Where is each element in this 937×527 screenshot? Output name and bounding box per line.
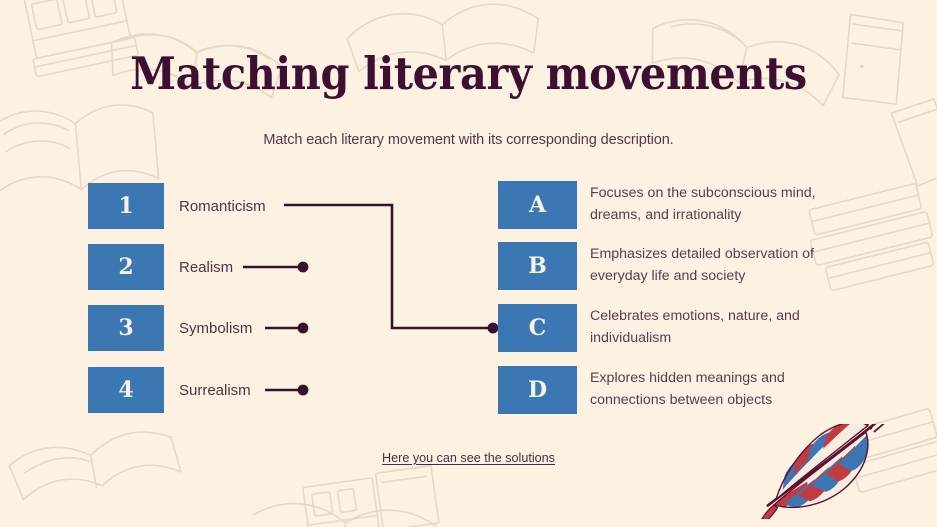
movement-label-3: Symbolism [179, 319, 253, 337]
badge-1: 1 [88, 183, 164, 229]
quill-feather-icon [758, 424, 893, 519]
connector-stub-3 [265, 322, 309, 334]
connector-1-to-C [284, 203, 499, 334]
list-item-right-c[interactable]: C Celebrates emotions, nature, and indiv… [498, 304, 852, 352]
solutions-link-wrapper: Here you can see the solutions [0, 451, 937, 465]
badge-a: A [498, 181, 577, 229]
description-d: Explores hidden meanings and connections… [590, 370, 785, 408]
description-a: Focuses on the subconscious mind, dreams… [590, 185, 816, 223]
list-item-right-d[interactable]: D Explores hidden meanings and connectio… [498, 366, 852, 414]
solutions-link[interactable]: Here you can see the solutions [382, 451, 555, 465]
list-item-left-2[interactable]: 2 Realism [88, 244, 233, 290]
connector-stub-4 [265, 384, 309, 396]
page-subtitle: Match each literary movement with its co… [263, 132, 674, 148]
list-item-right-b[interactable]: B Emphasizes detailed observation of eve… [498, 242, 852, 290]
movement-label-2: Realism [179, 258, 234, 276]
movement-label-4: Surrealism [179, 381, 251, 399]
list-item-left-3[interactable]: 3 Symbolism [88, 305, 252, 351]
list-item-left-1[interactable]: 1 Romanticism [88, 183, 266, 229]
list-item-left-4[interactable]: 4 Surrealism [88, 367, 251, 413]
connector-stub-2 [243, 261, 309, 273]
badge-3: 3 [88, 305, 164, 351]
page-title: Matching literary movements [130, 47, 807, 100]
badge-4: 4 [88, 367, 164, 413]
badge-c: C [498, 304, 577, 352]
description-c: Celebrates emotions, nature, and individ… [590, 308, 800, 346]
badge-d: D [498, 366, 577, 414]
list-item-right-a[interactable]: A Focuses on the subconscious mind, drea… [498, 181, 852, 229]
movement-label-1: Romanticism [179, 197, 266, 215]
badge-b: B [498, 242, 577, 290]
badge-2: 2 [88, 244, 164, 290]
description-b: Emphasizes detailed observation of every… [590, 246, 814, 284]
